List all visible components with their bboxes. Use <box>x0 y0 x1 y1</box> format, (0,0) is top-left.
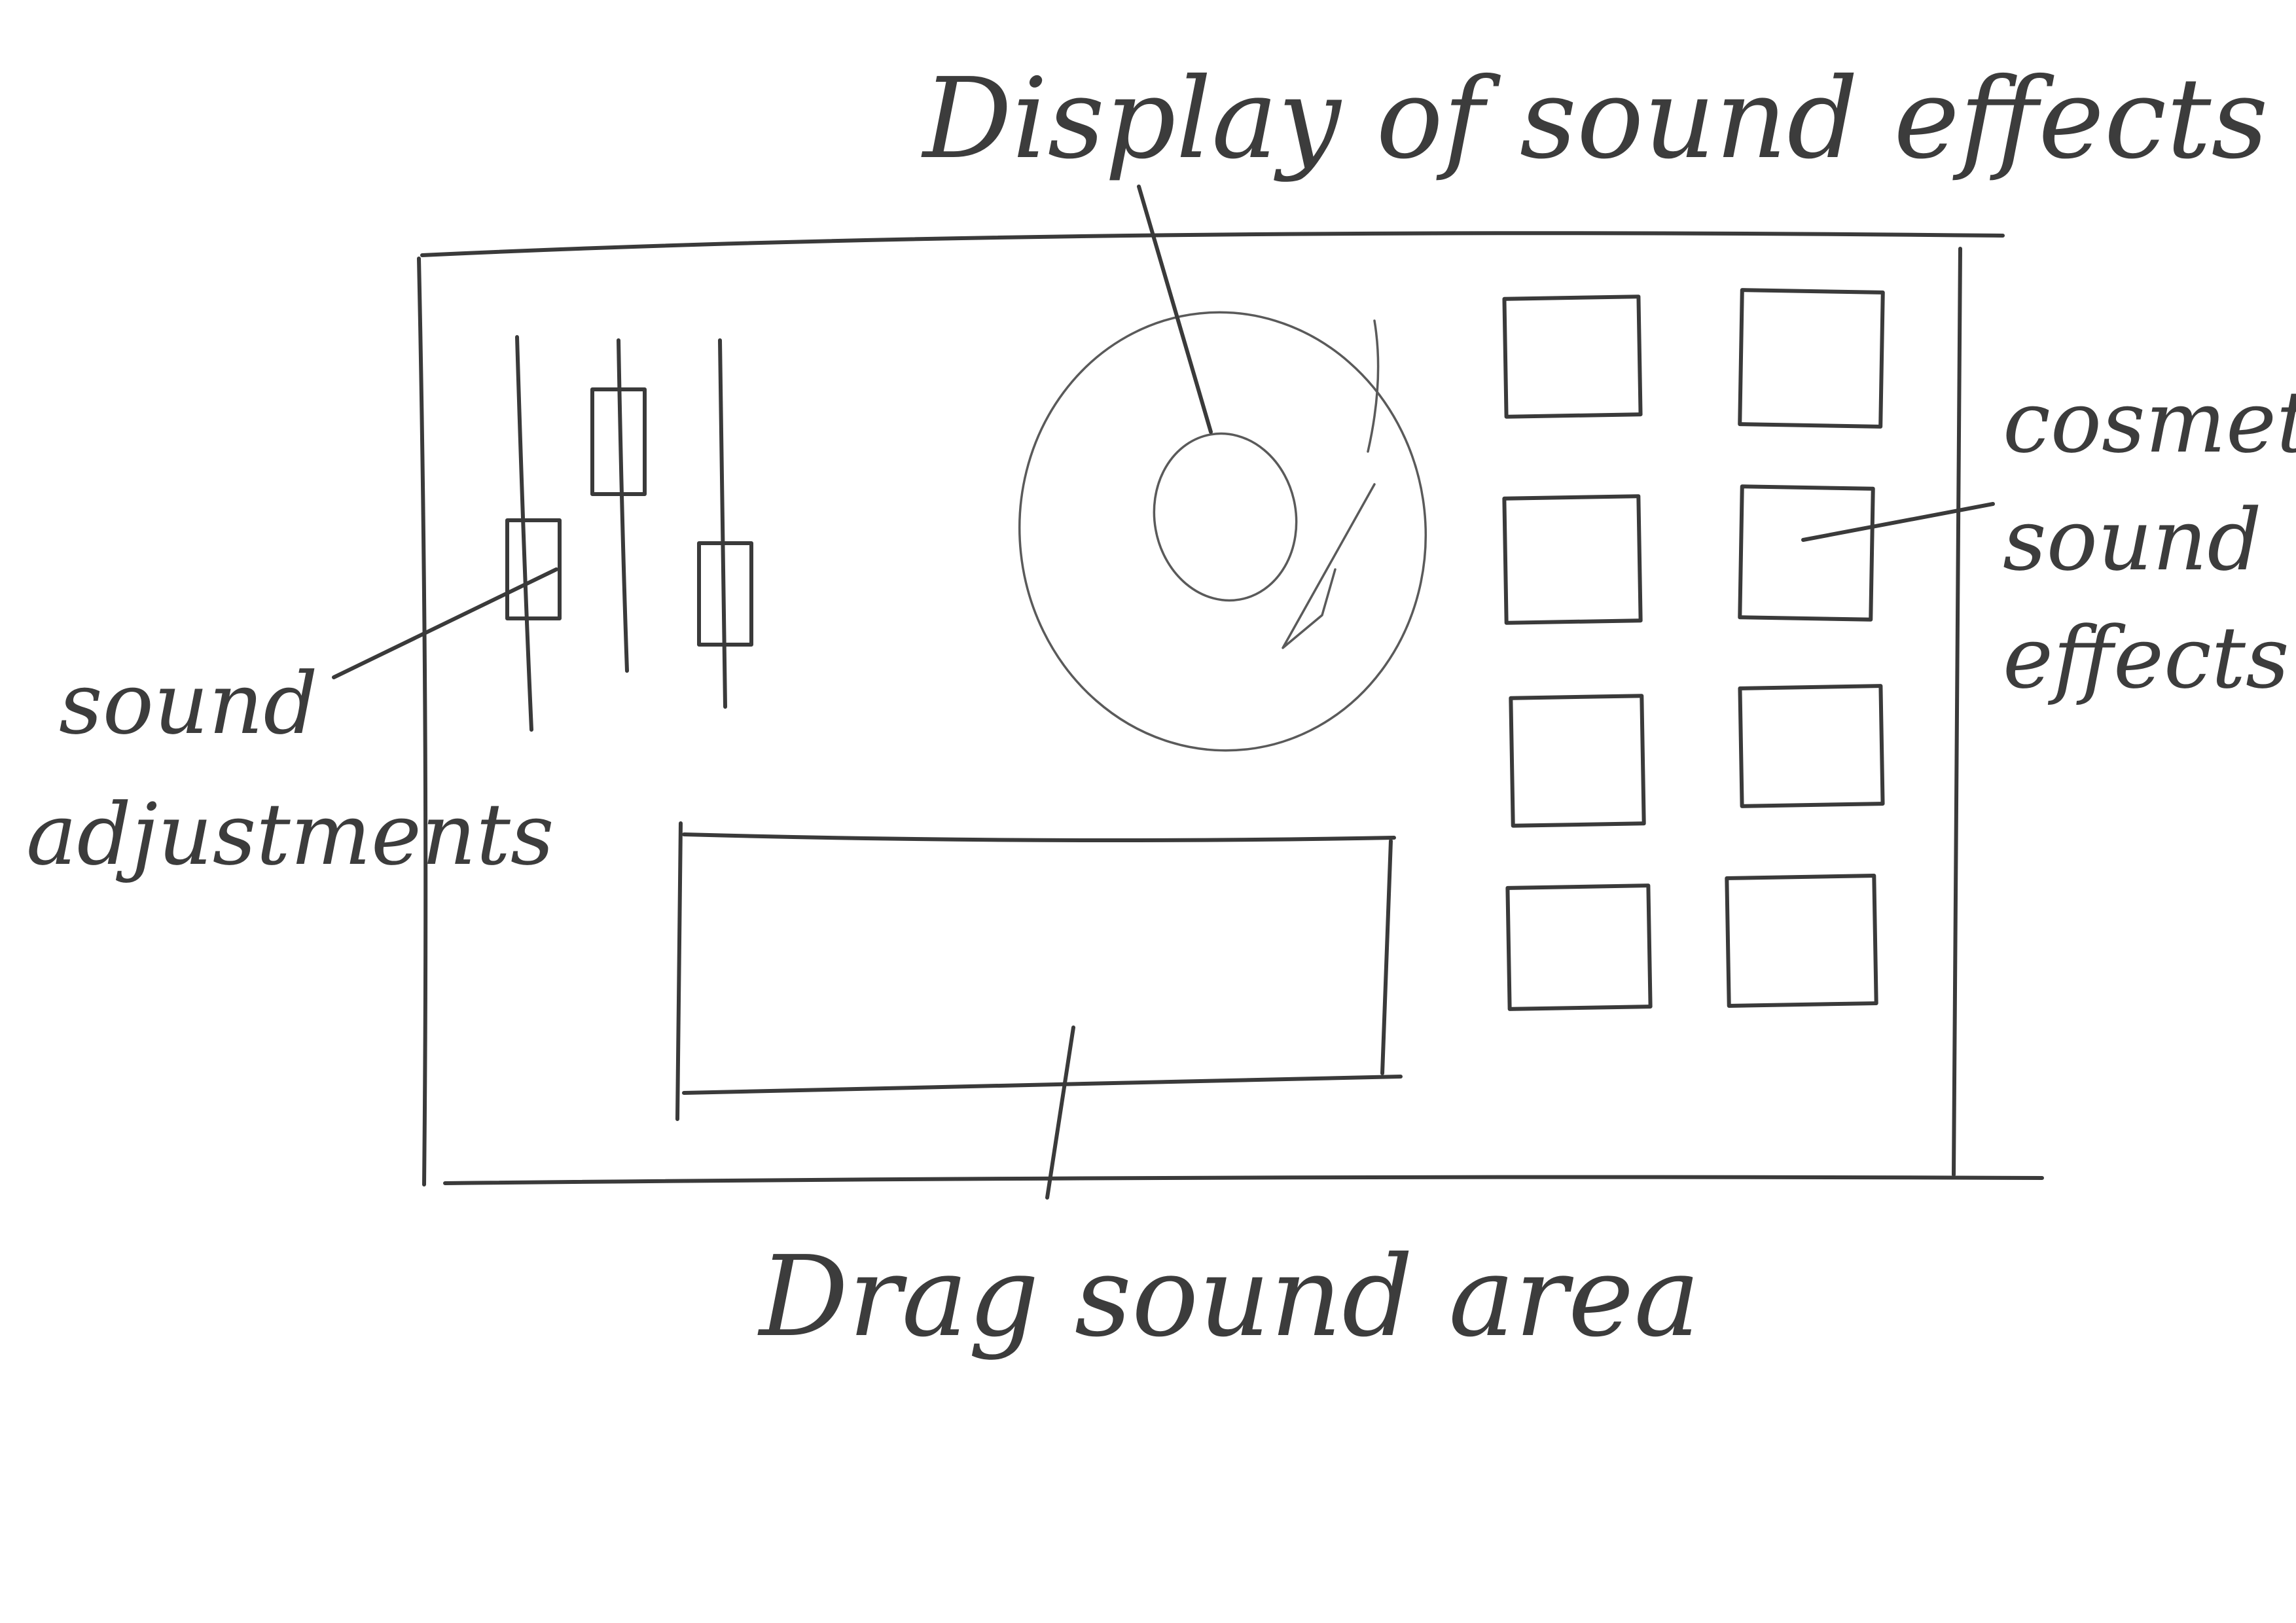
effect-pad-7[interactable] <box>1505 883 1653 1011</box>
effect-pad-4[interactable] <box>1738 484 1875 622</box>
label-sound-adjustments-line-1: sound <box>59 654 318 753</box>
effect-pad-8[interactable] <box>1725 874 1878 1008</box>
label-drag-sound-area: Drag sound area <box>757 1232 1700 1362</box>
slider-1[interactable] <box>505 335 562 732</box>
label-display-of-sound-effects: Display of sound effects <box>921 54 2269 184</box>
sound-effect-display <box>1018 311 1427 752</box>
device-frame <box>417 231 2044 1186</box>
effect-pad-6[interactable] <box>1738 684 1885 808</box>
slider-1-handle[interactable] <box>505 518 562 620</box>
effect-pad-3[interactable] <box>1502 494 1643 625</box>
label-cosmetic-line-2: sound <box>2003 490 2262 590</box>
label-cosmetic-line-1: cosmetic <box>2003 372 2296 472</box>
effect-pad-2[interactable] <box>1738 288 1885 429</box>
label-cosmetic-line-3: effects <box>2003 608 2289 707</box>
annotation-leaders <box>332 185 1995 1200</box>
slider-3[interactable] <box>697 338 753 709</box>
drag-sound-area[interactable] <box>675 821 1403 1121</box>
slider-2-handle[interactable] <box>590 387 647 496</box>
slider-2[interactable] <box>590 338 647 673</box>
effect-pad-5[interactable] <box>1509 694 1646 828</box>
slider-3-handle[interactable] <box>697 541 753 647</box>
cosmetic-effect-pads[interactable] <box>1502 288 1885 1011</box>
sound-adjustment-sliders[interactable] <box>505 335 753 732</box>
label-sound-adjustments-line-2: adjustments <box>26 785 554 884</box>
effect-pad-1[interactable] <box>1502 294 1643 419</box>
